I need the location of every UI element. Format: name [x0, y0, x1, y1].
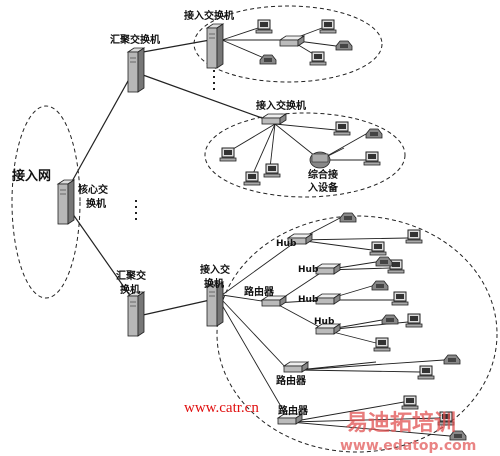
integrated-access-device [309, 151, 331, 169]
hub-device-3 [315, 293, 341, 305]
phone-icon [339, 212, 357, 223]
router-label: 路由器 [278, 404, 309, 417]
core-switch-label-line2: 换机 [86, 197, 106, 210]
top-cluster-ellipse [193, 5, 383, 83]
hub-label: Hub [314, 317, 335, 327]
pc-icon [263, 163, 281, 178]
pc-icon [405, 313, 423, 328]
brand-url-watermark: www.edatop.com [340, 438, 476, 454]
pc-icon [333, 121, 351, 136]
phone-icon [381, 314, 399, 325]
agg-switch-top-device [127, 47, 145, 93]
backbone-links [69, 39, 263, 316]
mid-cluster-ellipse [204, 112, 406, 198]
access-network-label: 接入网 [12, 168, 51, 184]
agg-switch-bottom-device [127, 291, 145, 337]
access-switch-bottom-label-line1: 接入交 [200, 263, 230, 276]
agg-switch-bottom-label-line1: 汇聚交 [116, 269, 146, 282]
bottom-cluster-links [221, 217, 451, 437]
router-label: 路由器 [244, 285, 275, 298]
core-switch-device [57, 179, 75, 225]
pc-icon [401, 395, 419, 410]
hub-device-2 [315, 263, 341, 275]
hub-label: Hub [276, 239, 297, 249]
agg-switch-bottom-label-line2: 换机 [120, 283, 140, 296]
access-network-ellipse [11, 105, 81, 299]
phone-icon [365, 128, 383, 139]
integrated-access-label-line2: 入设备 [308, 181, 339, 194]
phone-icon [259, 54, 277, 65]
pc-icon [255, 19, 273, 34]
access-switch-mid-device [261, 113, 287, 125]
top-hub-device [279, 35, 305, 47]
pc-icon [417, 365, 435, 380]
agg-switch-top-label: 汇聚交换机 [110, 33, 160, 46]
pc-icon [219, 147, 237, 162]
phone-icon [335, 40, 353, 51]
access-switch-top-device [206, 23, 224, 69]
pc-icon [319, 19, 337, 34]
pc-icon [373, 337, 391, 352]
access-switch-top-label: 接入交换机 [184, 9, 234, 22]
phone-icon [371, 280, 389, 291]
pc-icon [363, 151, 381, 166]
hub-label: Hub [298, 295, 319, 305]
phone-icon [375, 256, 393, 267]
brand-watermark: 易迪拓培训 [346, 410, 456, 436]
access-switch-mid-label: 接入交换机 [256, 99, 306, 112]
pc-icon [391, 291, 409, 306]
pc-icon [369, 241, 387, 256]
pc-icon [309, 51, 327, 66]
integrated-access-label-line1: 综合接 [308, 168, 338, 181]
core-switch-label-line1: 核心交 [78, 183, 108, 196]
phone-icon [443, 354, 461, 365]
router-label: 路由器 [276, 374, 307, 387]
pc-icon [243, 171, 261, 186]
bottom-cluster-ellipse [216, 215, 498, 453]
pc-icon [405, 229, 423, 244]
router-device-2 [283, 361, 309, 373]
site-url-watermark: www.catr.cn [184, 400, 259, 416]
ellipsis-dots [135, 70, 215, 220]
hub-label: Hub [298, 265, 319, 275]
access-switch-bottom-label-line2: 换机 [204, 277, 224, 290]
